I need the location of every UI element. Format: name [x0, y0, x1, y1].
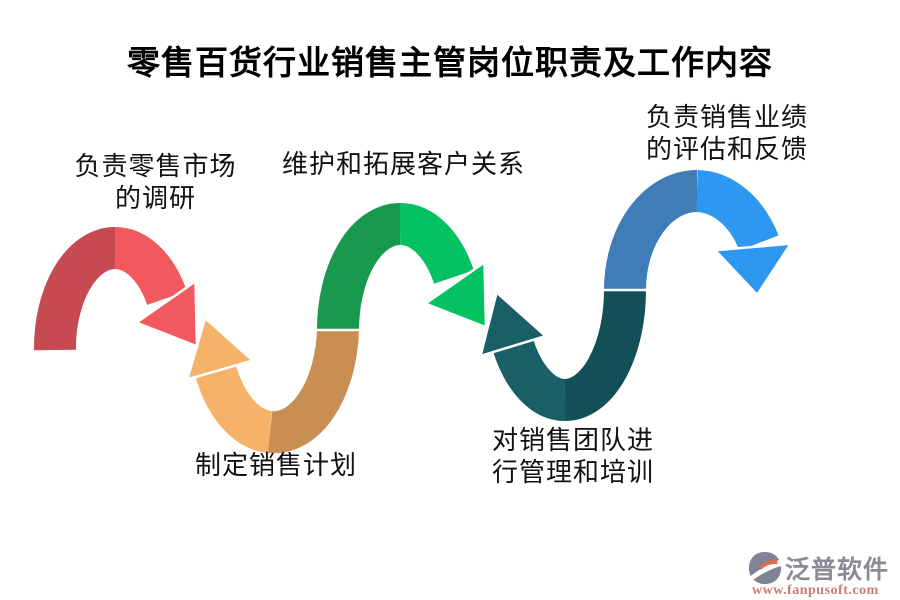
arc-step-5	[604, 170, 794, 297]
label-step-5-line2: 的评估和反馈	[645, 134, 808, 164]
arc-step-2-dark-half	[267, 329, 359, 454]
fanpu-watermark: 泛普软件 www.fanpusoft.com	[748, 550, 893, 598]
arc-step-2-arrowhead-up-icon	[185, 315, 256, 382]
brand-name: 泛普软件	[785, 556, 890, 584]
fanpu-logo-icon	[748, 551, 782, 585]
label-step-4-line1: 对销售团队进	[492, 425, 655, 455]
label-step-5: 负责销售业绩 的评估和反馈	[612, 101, 842, 165]
arc-step-4-light-half	[492, 338, 567, 422]
arc-step-5-dark-half	[604, 170, 699, 291]
label-step-4-line2: 行管理和培训	[492, 457, 655, 487]
arc-step-4-arrowhead-up-icon	[478, 290, 549, 358]
label-step-2-line1: 制定销售计划	[195, 450, 358, 480]
label-step-1-line1: 负责零售市场	[74, 151, 237, 181]
arc-step-1-arrowhead-down-icon	[133, 278, 199, 349]
arc-step-5-light-half	[695, 170, 779, 252]
arc-step-5-arrowhead-down-icon	[712, 242, 794, 297]
arc-step-1	[33, 226, 199, 351]
page-title: 零售百货行业销售主管岗位职责及工作内容	[127, 44, 773, 81]
arc-step-1-light-half	[113, 226, 187, 306]
label-step-2: 制定销售计划	[195, 449, 415, 481]
label-step-4: 对销售团队进 行管理和培训	[492, 424, 692, 488]
arc-step-3	[317, 203, 488, 331]
brand-url: www.fanpusoft.com	[752, 583, 879, 598]
arc-step-3-arrowhead-down-icon	[422, 259, 488, 330]
label-step-1: 负责零售市场 的调研	[48, 150, 263, 214]
label-step-3-line1: 维护和拓展客户关系	[282, 149, 526, 179]
arc-step-3-light-half	[398, 203, 474, 285]
arc-step-1-dark-half	[33, 227, 117, 351]
arc-step-2	[185, 315, 359, 454]
label-step-3: 维护和拓展客户关系	[282, 148, 542, 180]
arc-step-2-light-half	[195, 365, 274, 453]
label-step-5-line1: 负责销售业绩	[645, 102, 808, 132]
arc-step-3-dark-half	[317, 203, 402, 331]
label-step-1-line2: 的调研	[114, 183, 196, 213]
arc-step-4	[478, 289, 646, 422]
arc-step-4-dark-half	[563, 289, 646, 421]
